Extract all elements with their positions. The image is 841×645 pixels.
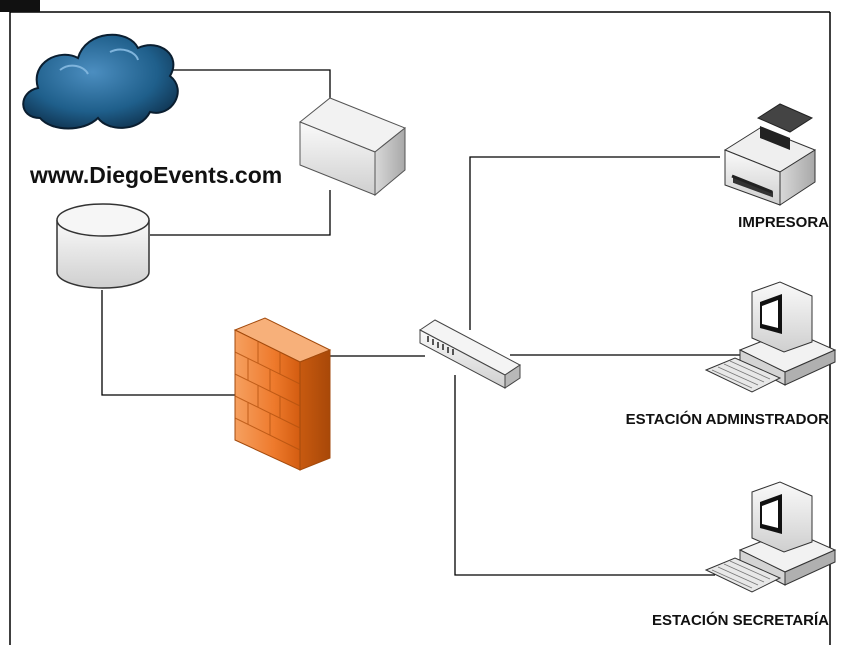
printer-label: IMPRESORA	[738, 214, 829, 231]
secretary-station-label: ESTACIÓN SECRETARÍA	[652, 612, 829, 629]
firewall-icon	[233, 317, 332, 471]
header-fragment	[0, 0, 40, 12]
workstation-icon-secretary	[704, 481, 837, 593]
website-label: www.DiegoEvents.com	[30, 162, 283, 188]
link-cloud-server	[165, 69, 331, 110]
printer-icon	[723, 103, 817, 206]
database-icon	[56, 203, 150, 289]
cloud-icon	[22, 33, 179, 130]
link-database-firewall	[101, 290, 240, 396]
link-switch-printer	[469, 156, 720, 330]
workstation-icon-admin	[704, 281, 837, 393]
connections	[101, 69, 745, 576]
server-icon	[299, 97, 406, 197]
network-switch-icon	[419, 319, 521, 389]
admin-station-label: ESTACIÓN ADMINSTRADOR	[625, 411, 829, 428]
link-server-database	[150, 190, 331, 236]
link-switch-secretary	[454, 375, 715, 576]
